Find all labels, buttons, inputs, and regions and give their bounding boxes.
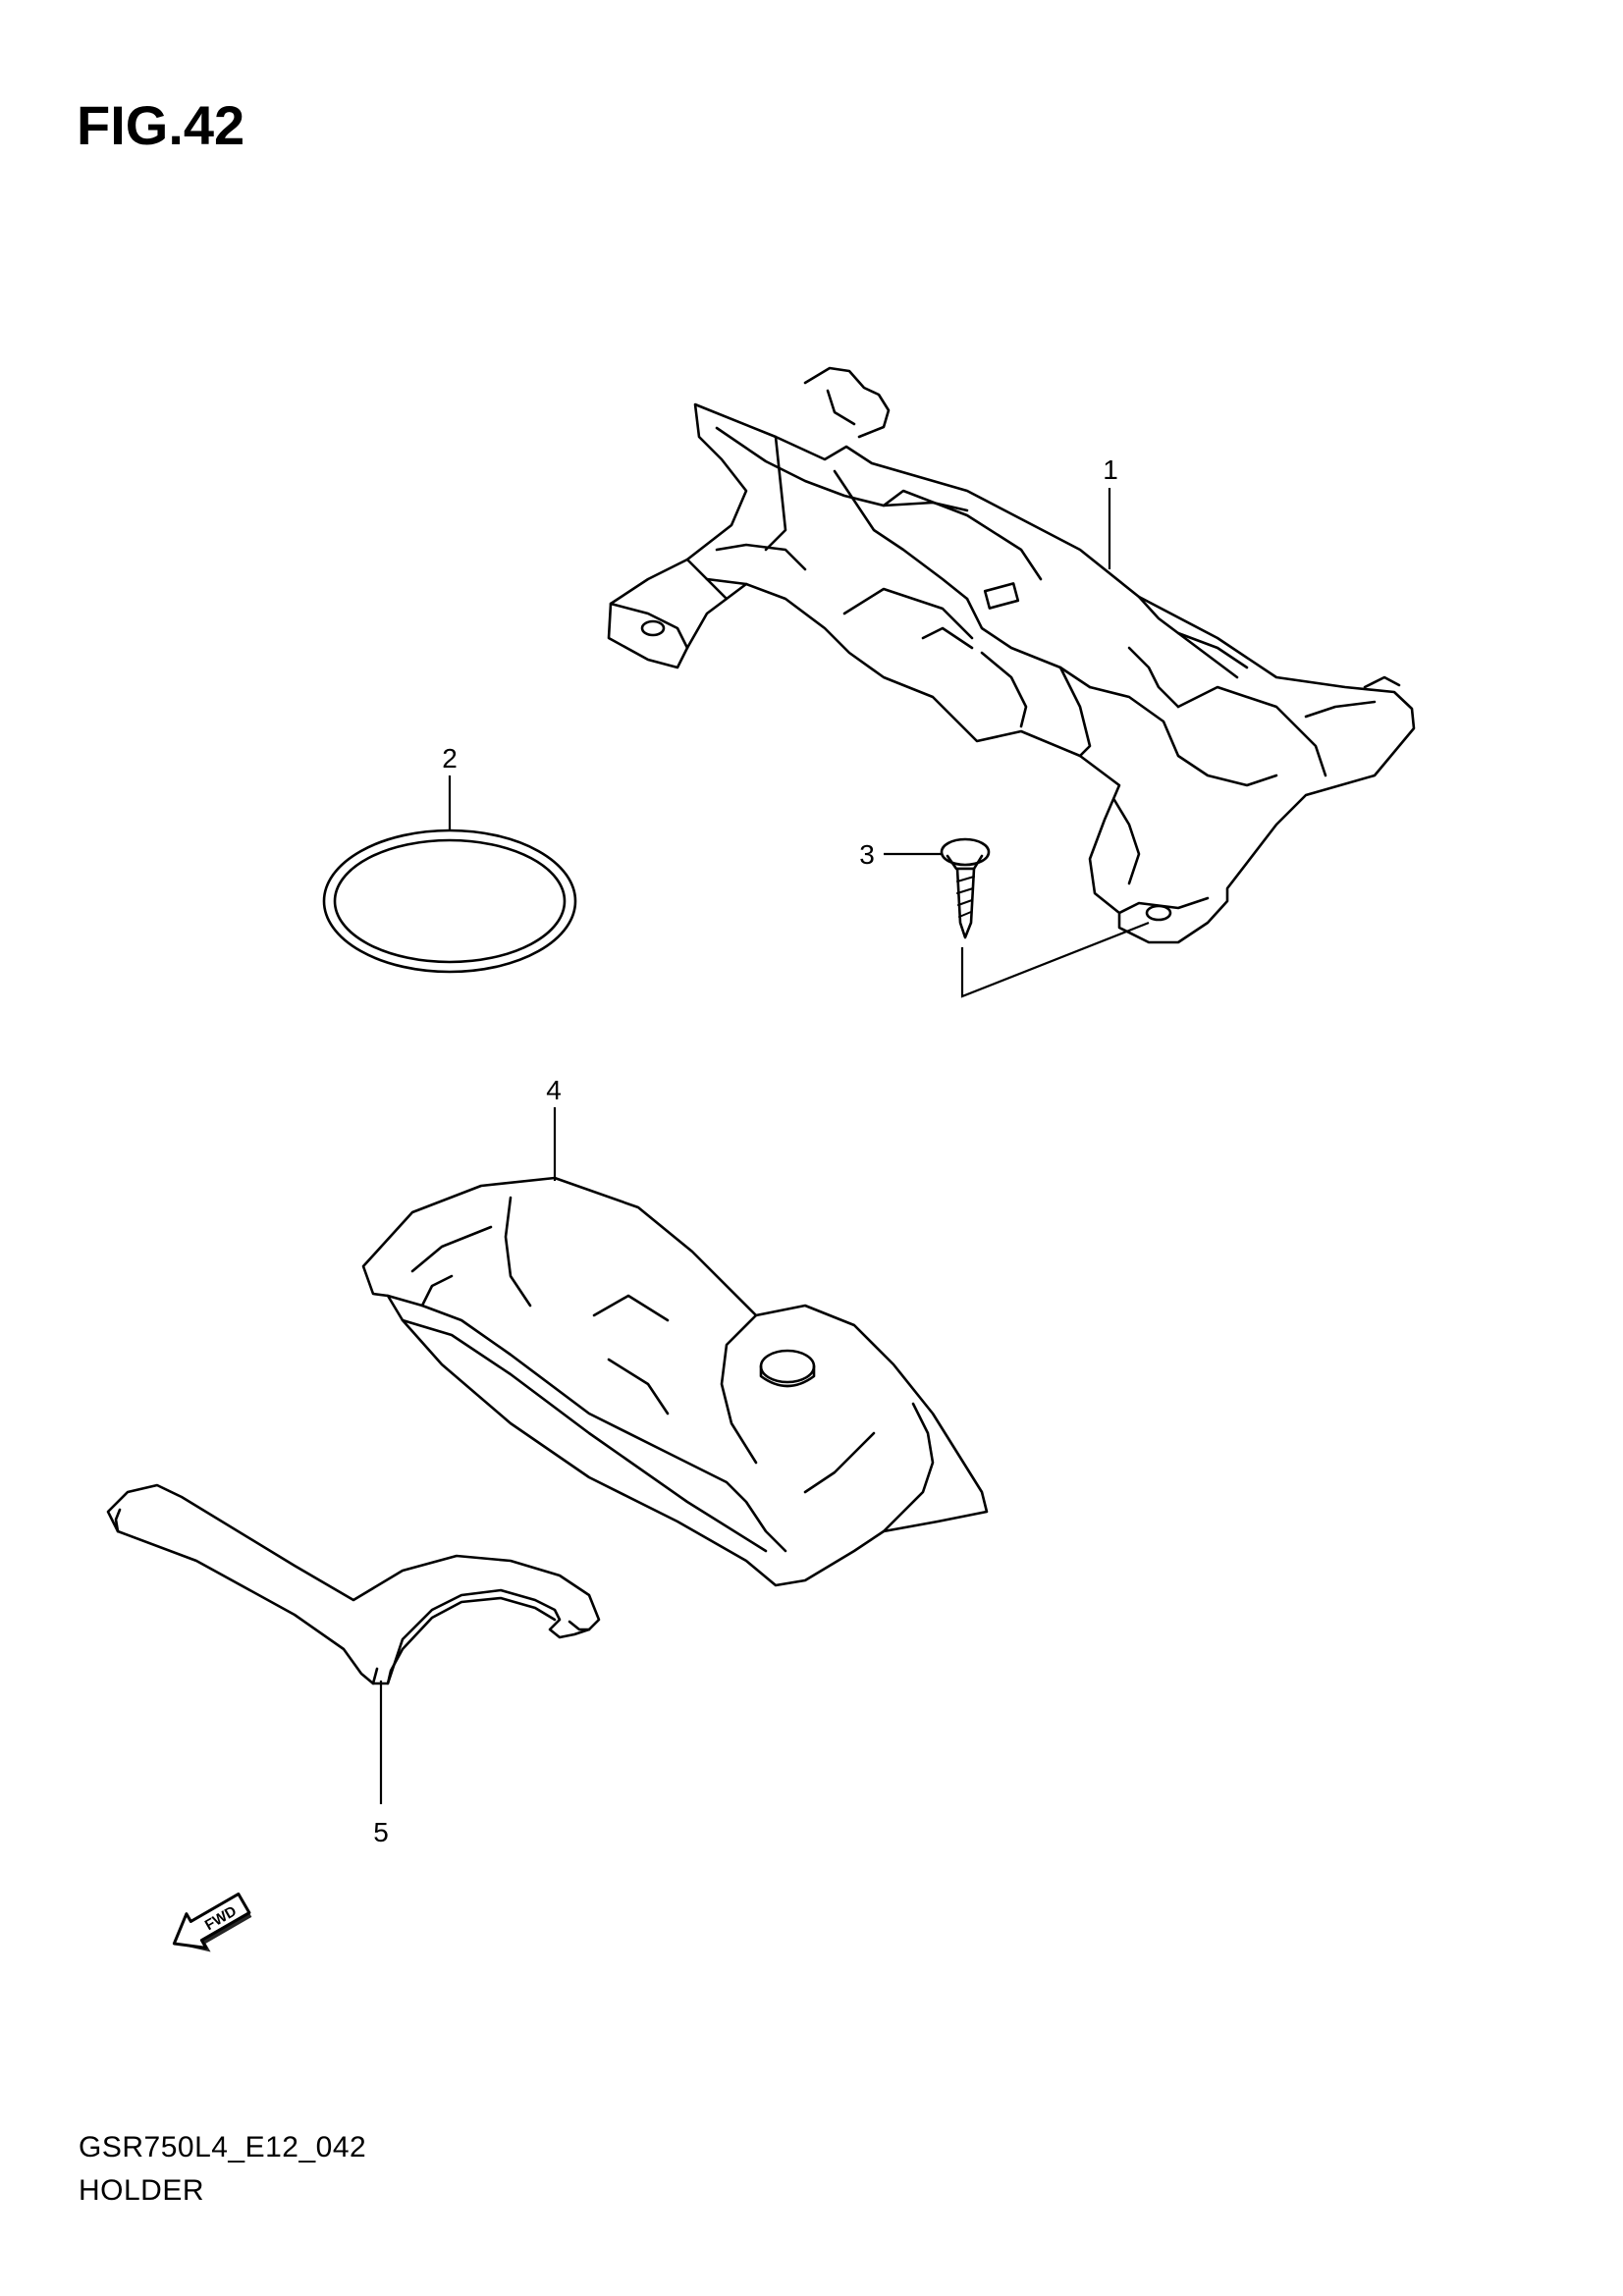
- tool-bag-icon: [361, 1176, 989, 1587]
- callout-3: 3: [859, 839, 875, 870]
- diagram-code: GSR750L4_E12_042: [79, 2131, 367, 2163]
- screw-icon: [940, 837, 991, 939]
- figure-title: FIG.42: [77, 94, 245, 156]
- diagram-name: HOLDER: [79, 2174, 205, 2207]
- leader-line-3-target: [960, 921, 1150, 998]
- callout-1: 1: [1103, 454, 1118, 485]
- hook-spanner-icon: [106, 1483, 601, 1685]
- fwd-arrow-icon: FWD: [172, 1892, 252, 1952]
- callout-5: 5: [373, 1817, 389, 1847]
- o-ring-band-icon: [322, 828, 577, 974]
- callout-4: 4: [546, 1075, 562, 1105]
- holder-bracket-icon: [607, 366, 1416, 944]
- callout-2: 2: [442, 743, 458, 774]
